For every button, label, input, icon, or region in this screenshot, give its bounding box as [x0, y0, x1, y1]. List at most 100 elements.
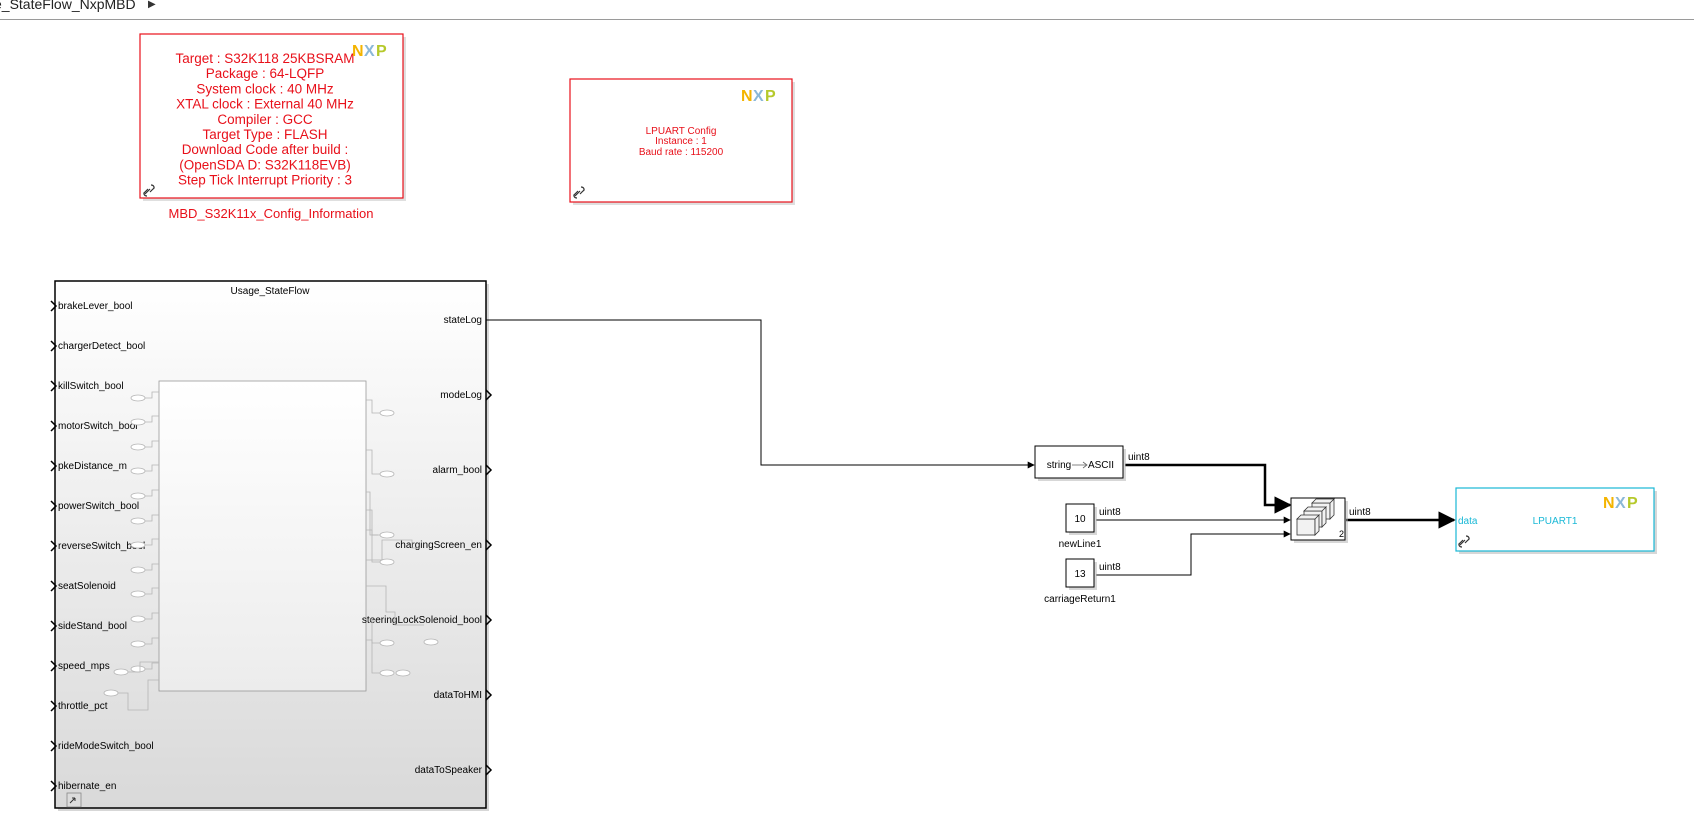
input-port-label: brakeLever_bool: [58, 301, 133, 312]
mask-wire: [366, 491, 378, 536]
input-port-icon[interactable]: [50, 660, 58, 672]
constant-value: 10: [1074, 514, 1086, 525]
mask-port-stub: [379, 531, 395, 539]
output-port-icon[interactable]: [485, 764, 493, 776]
constant-out-type: uint8: [1099, 507, 1121, 518]
mask-port-stub: [130, 541, 146, 549]
mask-wire: [145, 464, 159, 472]
svg-text:N: N: [1603, 495, 1615, 512]
input-port-label: chargerDetect_bool: [58, 341, 145, 352]
svg-text:X: X: [753, 88, 764, 105]
mask-port-stub: [130, 492, 146, 500]
svg-text:P: P: [1627, 495, 1638, 512]
input-port-label: motorSwitch_bool: [58, 421, 137, 432]
mask-wire: [118, 679, 159, 711]
input-port-icon[interactable]: [50, 340, 58, 352]
mask-wire: [145, 489, 159, 497]
vector-concatenate-block[interactable]: 2: [1290, 497, 1348, 543]
constant-value: 13: [1074, 569, 1086, 580]
input-port-icon[interactable]: [50, 300, 58, 312]
mask-wire: [366, 639, 380, 674]
config-info-line: Target Type : FLASH: [202, 127, 327, 142]
output-port-icon[interactable]: [485, 614, 493, 626]
mask-port-stub: [130, 443, 146, 451]
mask-port-stub: [103, 689, 119, 697]
config-info-line: (OpenSDA D: S32K118EVB): [179, 157, 351, 172]
mask-port-stub: [395, 669, 411, 677]
subsystem-input-ports: brakeLever_bool chargerDetect_bool killSwi…: [50, 300, 154, 792]
mask-port-stub: [130, 517, 146, 525]
output-port-label: chargingScreen_en: [395, 540, 482, 551]
mask-wire: [366, 539, 420, 561]
subsystem-output-ports: stateLogmodeLogalarm_boolchargingScreen_…: [362, 315, 493, 776]
mask-wire: [145, 514, 159, 522]
output-port-label: stateLog: [444, 315, 482, 326]
output-port-icon[interactable]: [485, 539, 493, 551]
input-port-icon[interactable]: [50, 700, 58, 712]
lpuart1-block[interactable]: data LPUART1 N X P: [1455, 487, 1657, 554]
config-info-line: XTAL clock : External 40 MHz: [176, 97, 354, 112]
mask-wire: [145, 587, 159, 595]
mask-wire: [128, 661, 159, 673]
mask-port-stub: [379, 639, 395, 647]
concatenate-icon: [1296, 498, 1335, 536]
stateflow-badge-icon: [66, 792, 82, 808]
input-port-icon[interactable]: [50, 780, 58, 792]
input-port-label: rideModeSwitch_bool: [58, 741, 154, 752]
lpuart1-port-label: data: [1458, 516, 1478, 527]
mask-port-stub: [130, 615, 146, 623]
output-port-label: dataToHMI: [434, 690, 482, 701]
svg-text:X: X: [1615, 495, 1626, 512]
input-port-label: throttle_pct: [58, 701, 108, 712]
config-info-line: Compiler : GCC: [217, 112, 313, 127]
config-info-line: Package : 64-LQFP: [206, 66, 325, 81]
constant-name: newLine1: [1059, 539, 1102, 550]
input-port-icon[interactable]: [50, 540, 58, 552]
input-port-icon[interactable]: [50, 580, 58, 592]
lpuart1-label: LPUART1: [1533, 516, 1578, 527]
output-port-label: modeLog: [440, 390, 482, 401]
lpuart-config-line: LPUART Config: [646, 126, 717, 137]
lpuart-config-line: Instance : 1: [655, 136, 707, 147]
breadcrumb-arrow-icon[interactable]: ▶: [148, 0, 156, 10]
input-port-icon[interactable]: [50, 420, 58, 432]
output-port-icon[interactable]: [485, 389, 493, 401]
svg-text:P: P: [765, 88, 776, 105]
input-port-label: killSwitch_bool: [58, 381, 124, 392]
input-port-icon[interactable]: [50, 620, 58, 632]
input-port-icon[interactable]: [50, 500, 58, 512]
input-port-label: speed_mps: [58, 661, 110, 672]
mask-port-stub: [379, 470, 395, 478]
mask-port-stub: [130, 418, 146, 426]
constant-out-type: uint8: [1099, 562, 1121, 573]
constant-newline-block[interactable]: 10: [1065, 503, 1097, 535]
breadcrumb-model-name[interactable]: e_StateFlow_NxpMBD: [0, 0, 136, 12]
mask-port-stub: [130, 665, 146, 673]
ascii-out-type: uint8: [1128, 452, 1150, 463]
constant-carriage-return-block[interactable]: 13: [1065, 558, 1097, 590]
mask-wire: [145, 662, 159, 670]
usage-stateflow-subsystem[interactable]: Usage_StateFlow brakeLever_boolchargerDe…: [50, 280, 493, 811]
lpuart-config-block[interactable]: LPUART Config Instance : 1 Baud rate : 1…: [569, 78, 795, 205]
input-port-icon[interactable]: [50, 740, 58, 752]
signal-lines: [486, 319, 1456, 576]
config-info-block-name: MBD_S32K11x_Config_Information: [169, 206, 374, 221]
output-port-icon[interactable]: [485, 464, 493, 476]
input-port-label: pkeDistance_m: [58, 461, 127, 472]
output-port-label: steeringLockSolenoid_bool: [362, 615, 482, 626]
mask-wire: [366, 585, 424, 626]
breadcrumb: e_StateFlow_NxpMBD ▶: [0, 0, 1694, 20]
svg-text:P: P: [376, 43, 387, 60]
lpuart-config-line: Baud rate : 115200: [639, 147, 724, 158]
input-port-icon[interactable]: [50, 460, 58, 472]
input-port-icon[interactable]: [50, 380, 58, 392]
nxp-logo-icon: N X P: [1603, 495, 1638, 512]
string-to-ascii-block[interactable]: string ASCII: [1034, 445, 1126, 481]
mask-wire: [366, 619, 380, 644]
input-port-label: seatSolenoid: [58, 581, 116, 592]
mask-port-stub: [423, 638, 439, 646]
output-port-icon[interactable]: [485, 689, 493, 701]
